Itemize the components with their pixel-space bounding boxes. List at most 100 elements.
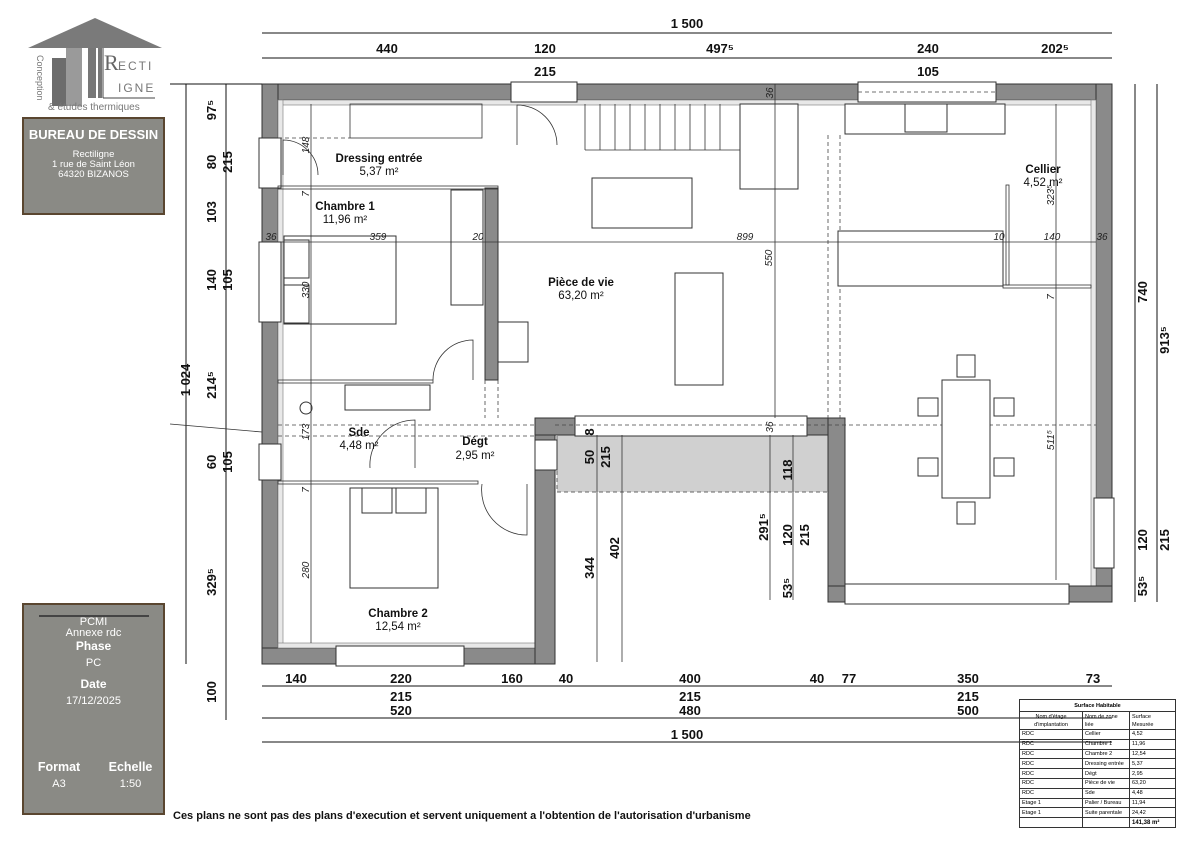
- svg-text:& études thermiques: & études thermiques: [48, 102, 140, 113]
- dim-label: 480: [679, 703, 701, 718]
- table-cell: Palier / Bureau: [1082, 797, 1130, 809]
- dim-label: 103: [204, 201, 219, 223]
- dim-interior: 10: [993, 232, 1005, 243]
- dim-interior: 215: [797, 524, 812, 546]
- scale-label: Echelle: [108, 760, 153, 774]
- table-cell: Etage 1: [1019, 797, 1083, 809]
- dim-interior: 8: [582, 428, 597, 435]
- table-cell: Dégt: [1082, 768, 1130, 779]
- dim-label: 215: [1157, 529, 1172, 551]
- table-cell: RDC: [1019, 787, 1083, 799]
- table-cell: Chambre 2: [1082, 748, 1130, 760]
- exterior-walls: [258, 81, 1115, 667]
- office-city: 64320 BIZANOS: [58, 169, 129, 180]
- table-cell: RDC: [1019, 748, 1083, 760]
- surface-table: Surface Habitable Nom d'étage d'implanta…: [1019, 699, 1176, 828]
- phase-label: Phase: [75, 639, 112, 653]
- table-cell: RDC: [1019, 768, 1083, 779]
- table-cell: Sde: [1082, 787, 1130, 799]
- svg-text:IGNE: IGNE: [118, 81, 155, 95]
- dim-interior: 7: [301, 487, 312, 493]
- office-name: Rectiligne: [72, 149, 115, 160]
- table-header: Surface Mesurée: [1129, 711, 1176, 730]
- room-chambre-1: Chambre 1 11,96 m²: [315, 201, 375, 226]
- dim-label: 215: [390, 689, 412, 704]
- footer-note: Ces plans ne sont pas des plans d'execut…: [173, 810, 751, 822]
- svg-text:Sde: Sde: [348, 427, 369, 439]
- dim-interior: 20: [471, 232, 484, 243]
- dim-label: 80: [204, 155, 219, 169]
- dim-interior: 323⁵: [1046, 185, 1057, 206]
- dim-label: 400: [679, 671, 701, 686]
- dim-interior: 291⁵: [756, 513, 771, 541]
- dim-label: 140: [285, 671, 307, 686]
- interior-walls: [277, 103, 1096, 536]
- dim-label: 40: [810, 671, 824, 686]
- dim-interior: 120: [780, 524, 795, 546]
- dim-top-total: 1 500: [671, 16, 704, 31]
- room-chambre-2: Chambre 2 12,54 m²: [368, 608, 427, 633]
- dim-interior: 148: [301, 136, 312, 153]
- dim-label: 140: [204, 269, 219, 291]
- table-cell: Chambre 1: [1082, 738, 1130, 750]
- dim-interior: 402: [607, 537, 622, 559]
- table-total: 141,38 m²: [1129, 817, 1176, 828]
- furniture: [283, 103, 1015, 589]
- room-dressing: Dressing entrée 5,37 m²: [336, 153, 423, 178]
- dim-label: 329⁵: [204, 568, 219, 596]
- dim-interior: 36: [1096, 232, 1108, 243]
- dim-interior: 215: [598, 446, 613, 468]
- dim-label: 160: [501, 671, 523, 686]
- dim-label: 105: [220, 269, 235, 291]
- dim-label: 97⁵: [204, 100, 219, 121]
- dim-label: 60: [204, 455, 219, 469]
- date-value: 17/12/2025: [65, 695, 122, 707]
- dim-label: 73: [1086, 671, 1100, 686]
- svg-text:Pièce de vie: Pièce de vie: [548, 277, 614, 289]
- logo: R ECTI IGNE Conception & études thermiqu…: [28, 18, 162, 113]
- svg-text:Cellier: Cellier: [1025, 164, 1061, 176]
- project-sheet: Annexe rdc: [65, 627, 122, 639]
- svg-text:Conception: Conception: [35, 55, 45, 101]
- dim-interior: 53⁵: [780, 578, 795, 599]
- dimension-lines: [169, 32, 1158, 743]
- svg-text:11,96 m²: 11,96 m²: [323, 214, 368, 226]
- table-header: Nom de zone liée: [1082, 711, 1130, 730]
- table-cell: [1082, 817, 1130, 828]
- dim-bottom-total: 1 500: [671, 727, 704, 742]
- table-cell: 5,37: [1129, 758, 1176, 770]
- dim-interior: 550: [764, 249, 775, 266]
- table-cell: 11,96: [1129, 738, 1176, 750]
- svg-text:63,20 m²: 63,20 m²: [558, 290, 604, 302]
- dim-interior: 344: [582, 556, 597, 578]
- dim-interior: 7: [301, 191, 312, 197]
- dim-interior: 330: [301, 281, 312, 298]
- dim-label: 40: [559, 671, 573, 686]
- dim-interior: 36: [265, 232, 277, 243]
- format-value: A3: [52, 778, 66, 790]
- table-cell: Cellier: [1082, 729, 1130, 740]
- table-cell: 4,48: [1129, 787, 1176, 799]
- dim-label: 440: [376, 41, 398, 56]
- table-cell: RDC: [1019, 738, 1083, 750]
- scale-value: 1:50: [119, 778, 142, 790]
- dim-interior: 36: [765, 421, 776, 433]
- table-cell: Dressing entrée: [1082, 758, 1130, 770]
- dim-label: 215: [534, 64, 556, 79]
- dim-interior: 50: [582, 450, 597, 464]
- table-cell: Pièce de vie: [1082, 777, 1130, 789]
- room-degt: Dégt 2,95 m²: [456, 436, 495, 462]
- dim-label: 240: [917, 41, 939, 56]
- dim-label: 77: [842, 671, 856, 686]
- dim-interior: 7: [1046, 294, 1057, 300]
- dim-label: 120: [1135, 529, 1150, 551]
- dim-left-total: 1 024: [178, 363, 193, 396]
- dim-label: 497⁵: [706, 41, 734, 56]
- table-cell: 24,42: [1129, 807, 1176, 819]
